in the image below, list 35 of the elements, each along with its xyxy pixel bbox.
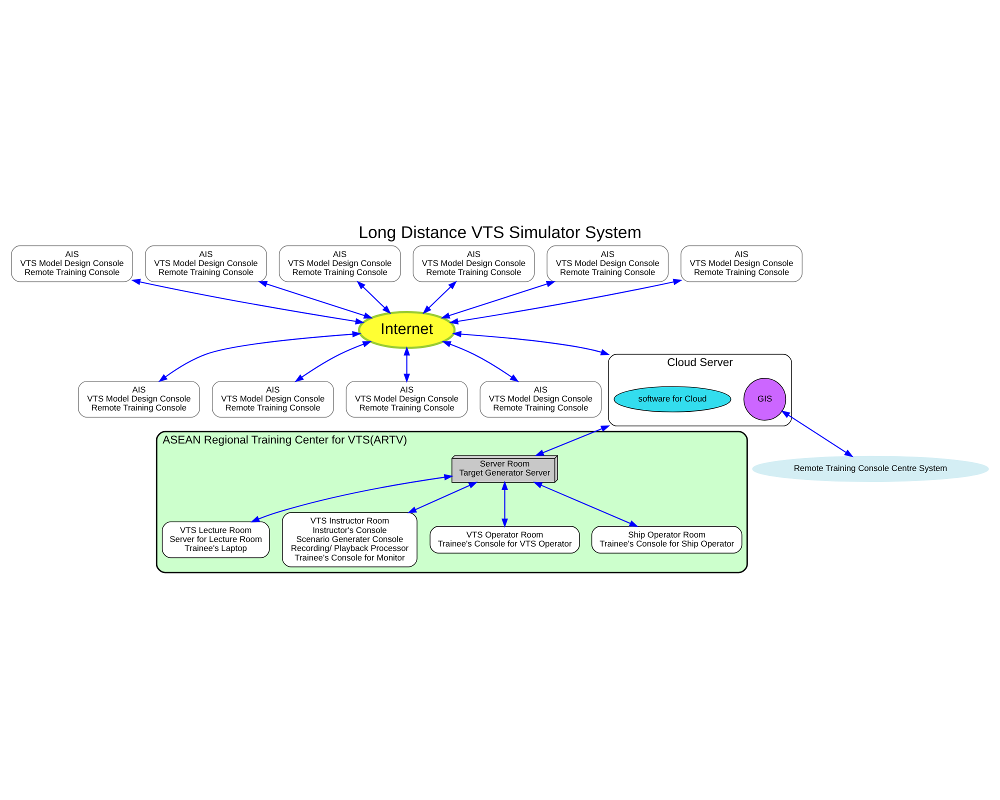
arrow (258, 281, 373, 319)
arrow (440, 281, 556, 319)
diagram-title: Long Distance VTS Simulator System (358, 223, 642, 242)
node-box: AIS VTS Model Design Console Remote Training Console (145, 245, 267, 282)
arrow (404, 346, 410, 383)
arrow (294, 341, 372, 382)
arrow (452, 330, 610, 356)
arrow (158, 331, 362, 382)
node-box: AIS VTS Model Design Console Remote Training Console (346, 380, 468, 418)
node-ellipse: software for Cloud (614, 386, 732, 412)
node-box: AIS VTS Model Design Console Remote Training Console (412, 245, 535, 282)
arrow (534, 425, 610, 456)
node-box: VTS Operator Room Trainee's Console for VTS Operator (430, 526, 580, 554)
node-box: AIS VTS Model Design Console Remote Training Console (78, 380, 200, 418)
arrow (131, 278, 365, 325)
node-box: VTS Lecture Room Server for Lecture Room Trainee's Laptop (162, 521, 270, 558)
node-box: AIS VTS Model Design Console Remote Training Console (11, 245, 134, 282)
node-box: Ship Operator Room Trainee's Console for Ship Operator (591, 526, 742, 554)
arrow (780, 410, 854, 458)
arrow (449, 278, 682, 325)
node-ellipse: Remote Training Console Centre System (752, 456, 989, 482)
arrow (533, 482, 638, 527)
arrow (422, 280, 457, 314)
node-box: AIS VTS Model Design Console Remote Training Console (212, 380, 334, 418)
arrow (442, 341, 520, 382)
node-box: AIS VTS Model Design Console Remote Training Console (680, 245, 803, 282)
arrow (250, 474, 454, 522)
node-box: AIS VTS Model Design Console Remote Training Console (480, 380, 602, 418)
arrow (502, 480, 508, 528)
arrow (356, 280, 392, 314)
node-circle: GIS (743, 378, 786, 421)
arrow (407, 482, 478, 514)
node-box: AIS VTS Model Design Console Remote Training Console (546, 245, 669, 282)
node-box: VTS Instructor Room Instructor's Console Scenario Generater Console Recording/ Playback Processor Trainee's Console for Monitor (282, 512, 418, 568)
node-box: AIS VTS Model Design Console Remote Training Console (278, 245, 401, 282)
